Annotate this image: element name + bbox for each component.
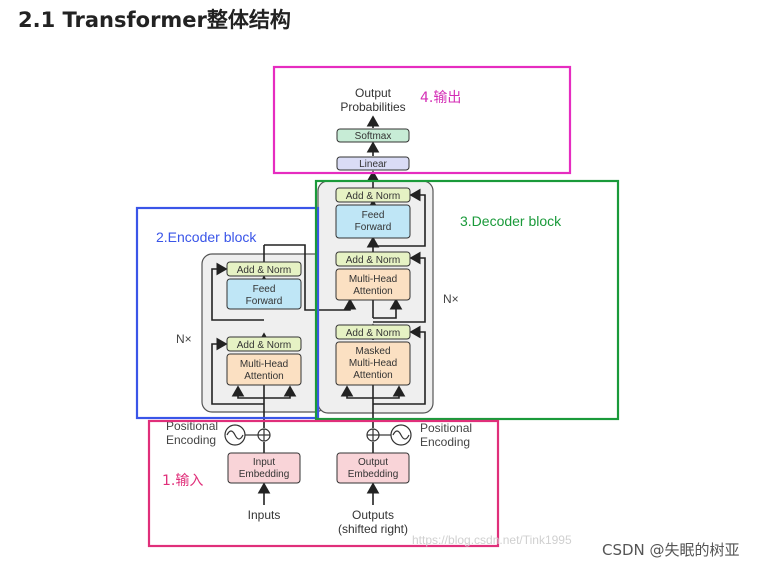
encoder-add-norm-bottom-label: Add & Norm xyxy=(237,340,291,351)
output-embedding-label-1: Output xyxy=(358,457,388,468)
encoder-nx-label: N× xyxy=(176,332,192,346)
decoder-add-norm-top-label: Add & Norm xyxy=(346,191,400,202)
output-probabilities-label-1: Output xyxy=(355,86,392,100)
encoder-positional-sine-icon xyxy=(224,424,246,446)
csdn-watermark: CSDN @失眠的树亚 xyxy=(602,541,740,559)
encoder-feed-label-2: Forward xyxy=(246,296,283,307)
input-section-box xyxy=(147,419,500,548)
encoder-feed-label-1: Feed xyxy=(253,284,276,295)
output-probabilities-label-2: Probabilities xyxy=(340,100,405,114)
outputs-label-1: Outputs xyxy=(352,508,394,522)
encoder-add-norm-bottom xyxy=(226,336,302,352)
decoder-positional-label-2: Encoding xyxy=(420,435,470,449)
encoder-add-norm-top xyxy=(226,261,302,277)
decoder-add-norm-bottom-label: Add & Norm xyxy=(346,328,400,339)
linear-block xyxy=(336,156,410,171)
softmax-block xyxy=(336,128,410,143)
decoder-section-label: 3.Decoder block xyxy=(460,213,562,229)
decoder-masked-label-3: Attention xyxy=(353,370,392,381)
decoder-nx-label: N× xyxy=(443,292,459,306)
decoder-feed-forward xyxy=(335,204,411,239)
decoder-feed-label-1: Feed xyxy=(362,210,385,221)
decoder-masked-label-1: Masked xyxy=(355,346,390,357)
decoder-section-box xyxy=(314,179,620,421)
decoder-positional-sine-icon xyxy=(390,424,412,446)
encoder-positional-label-1: Positional xyxy=(166,419,218,433)
output-section-label: 4.输出 xyxy=(420,90,461,106)
output-section-box xyxy=(272,65,572,175)
output-embedding-label-2: Embedding xyxy=(348,469,399,480)
decoder-add-norm-top xyxy=(335,187,411,203)
decoder-masked-label-2: Multi-Head xyxy=(349,358,397,369)
output-embedding-block xyxy=(336,452,410,484)
inputs-label: Inputs xyxy=(248,508,281,522)
encoder-add-norm-top-label: Add & Norm xyxy=(237,265,291,276)
softmax-label: Softmax xyxy=(355,131,392,142)
encoder-attention-label-1: Multi-Head xyxy=(240,359,288,370)
decoder-add-norm-middle xyxy=(335,251,411,267)
input-embedding-label-1: Input xyxy=(253,457,275,468)
encoder-positional-label-2: Encoding xyxy=(166,433,216,447)
encoder-attention-label-2: Attention xyxy=(244,371,283,382)
decoder-positional-label-1: Positional xyxy=(420,421,472,435)
decoder-masked-attention xyxy=(335,341,411,386)
decoder-add-norm-middle-label: Add & Norm xyxy=(346,255,400,266)
input-embedding-block xyxy=(227,452,301,484)
encoder-multi-head-attention xyxy=(226,353,302,386)
url-watermark: https://blog.csdn.net/Tink1995 xyxy=(412,533,572,547)
encoder-add-icon xyxy=(257,428,271,442)
decoder-feed-label-2: Forward xyxy=(355,222,392,233)
decoder-attention-label-1: Multi-Head xyxy=(349,274,397,285)
input-embedding-label-2: Embedding xyxy=(239,469,290,480)
linear-label: Linear xyxy=(359,159,387,170)
input-section-label: 1.输入 xyxy=(162,473,203,489)
encoder-feed-forward xyxy=(226,278,302,310)
decoder-attention-label-2: Attention xyxy=(353,286,392,297)
page-title: 2.1 Transformer整体结构 xyxy=(18,8,291,32)
decoder-multi-head-attention xyxy=(335,268,411,301)
decoder-add-icon xyxy=(366,428,380,442)
decoder-add-norm-bottom xyxy=(335,324,411,340)
encoder-section-box xyxy=(135,206,320,420)
encoder-section-label: 2.Encoder block xyxy=(156,229,257,245)
outputs-label-2: (shifted right) xyxy=(338,522,408,536)
